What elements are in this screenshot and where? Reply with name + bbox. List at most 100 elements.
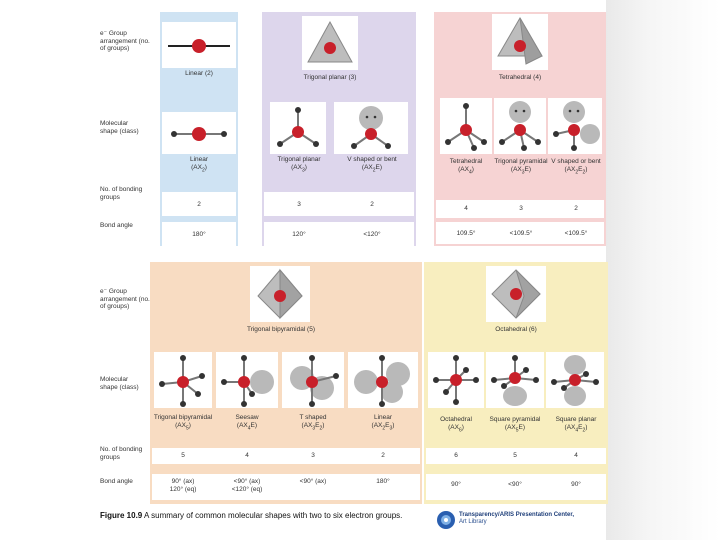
t-shaped-bonding: 3 — [311, 452, 315, 459]
square-pyramidal-shape-icon — [491, 355, 539, 406]
seesaw-angle-ax: <90° (ax) — [233, 478, 261, 485]
tetrahedral-angle: 109.5° — [456, 230, 476, 237]
square-pyramidal-class: (AX5E) — [504, 423, 526, 433]
linear-angle: 180° — [192, 231, 206, 238]
trigonal-planar-label: Trigonal planar (AX3) — [266, 156, 332, 174]
trigonal-bipyramidal-angle-eq: 120° (eq) — [169, 485, 197, 493]
trigonal-arrangement-name: Trigonal planar (3) — [303, 74, 357, 81]
strip-bipyramidal-angle — [152, 474, 420, 500]
strip-tetrahedral-angle — [436, 222, 604, 244]
octahedral-shape-icon — [433, 355, 479, 405]
tile-seesaw-shape — [216, 352, 278, 408]
octahedral-label: Octahedral (AX6) — [426, 416, 486, 434]
trigonal-pyramidal-bonding: 3 — [519, 205, 523, 212]
strip-trigonal-angle — [264, 222, 414, 246]
trigonal-planar-angle: 120° — [292, 231, 306, 238]
tetrahedral-shape-icon — [445, 103, 487, 151]
t-shaped-label: T shaped (AX3E2) — [282, 414, 344, 432]
seesaw-angle-eq: <120° (eq) — [231, 485, 263, 493]
presentation-center-logo-icon — [436, 510, 456, 530]
seesaw-label: Seesaw (AX4E) — [216, 414, 278, 432]
square-planar-name: Square planar — [555, 416, 597, 423]
bent-109-class: (AX2E2) — [564, 165, 588, 175]
bent-120-bonding: 2 — [370, 201, 374, 208]
panel-linear: Linear (2) Linear (AX2) 2 180° — [160, 12, 238, 246]
square-pyramidal-label: Square pyramidal (AX5E) — [486, 416, 544, 434]
bent-120-angle: <120° — [363, 231, 381, 238]
linear-arrangement-name: Linear (2) — [185, 70, 213, 77]
credit-line-2: Art Library — [459, 519, 487, 525]
linear-ax2e3-shape-icon — [354, 355, 410, 407]
trigonal-bipyramidal-class: (AX5) — [175, 421, 191, 431]
label-bonding-bottom: No. of bonding groups — [100, 446, 143, 461]
bipyramidal-arrangement-name: Trigonal bipyramidal (5) — [246, 326, 316, 333]
label-shape-bottom: Molecular shape (class) — [100, 376, 139, 391]
tile-trigonal-bipyramidal-shape — [154, 352, 212, 408]
bent-109-bonding: 2 — [574, 205, 578, 212]
tile-square-planar-shape — [546, 352, 604, 408]
linear-ax2e3-bonding: 2 — [381, 452, 385, 459]
bent-120-name: V shaped or bent — [347, 156, 397, 163]
tile-linear-ax2e3-shape — [348, 352, 418, 408]
octahedral-class: (AX6) — [448, 423, 464, 433]
trigonal-planar-name: Trigonal planar — [277, 156, 321, 163]
bent-109-angle: <109.5° — [564, 230, 588, 237]
strip-octahedral-bonding — [426, 448, 606, 464]
trigonal-bipyramidal-arrangement-icon — [257, 268, 303, 320]
tile-bent-109-shape — [548, 98, 602, 154]
linear-bonding: 2 — [197, 201, 201, 208]
tetrahedral-arrangement-icon — [497, 17, 543, 65]
linear-ax2e3-name: Linear — [373, 414, 393, 421]
tile-tetrahedral-shape — [440, 98, 492, 154]
octahedral-arrangement-icon — [491, 269, 541, 319]
tetrahedral-arrangement-name: Tetrahedral (4) — [498, 74, 542, 81]
tile-trigonal-pyramidal-shape — [494, 98, 546, 154]
trigonal-planar-bonding: 3 — [297, 201, 301, 208]
tile-tetrahedral-arrangement — [492, 14, 548, 70]
tile-t-shaped-shape — [282, 352, 344, 408]
octahedral-bonding: 6 — [454, 452, 458, 459]
tile-linear-arrangement — [162, 22, 236, 68]
linear-ax2e3-label: Linear (AX2E3) — [348, 414, 418, 432]
strip-bipyramidal-bonding — [152, 448, 420, 464]
tile-square-pyramidal-shape — [486, 352, 544, 408]
strip-linear-bonding — [162, 192, 236, 216]
square-planar-class: (AX4E2) — [564, 423, 588, 433]
tile-octahedral-arrangement — [486, 266, 546, 322]
linear-shape-name: Linear — [189, 156, 209, 163]
seesaw-class: (AX4E) — [236, 421, 258, 431]
trigonal-planar-shape-icon — [277, 107, 319, 147]
scan-edge — [606, 0, 720, 540]
t-shaped-name: T shaped — [299, 414, 327, 421]
seesaw-angle: <90° (ax) <120° (eq) — [216, 478, 278, 493]
linear-ax2e3-angle: 180° — [376, 478, 390, 485]
strip-octahedral-angle — [426, 474, 606, 500]
trigonal-bipyramidal-angle: 90° (ax) 120° (eq) — [152, 478, 214, 493]
label-arrangement-bottom: e⁻ Group arrangement (no. of groups) — [100, 288, 150, 310]
tetrahedral-label: Tetrahedral (AX4) — [436, 158, 496, 176]
figure-number: Figure 10.9 — [100, 511, 143, 520]
tile-trigonal-arrangement — [302, 16, 358, 70]
trigonal-planar-arrangement-icon — [307, 20, 353, 63]
linear-shape-icon — [171, 127, 227, 141]
tetrahedral-name: Tetrahedral — [449, 158, 483, 165]
tile-octahedral-shape — [428, 352, 484, 408]
bent-109-shape-icon — [553, 101, 600, 151]
bent-120-class: (AX2E) — [361, 163, 383, 173]
bent-120-shape-icon — [351, 106, 391, 149]
square-planar-label: Square planar (AX4E2) — [546, 416, 606, 434]
label-angle-top: Bond angle — [100, 222, 133, 229]
linear-arrangement-icon — [168, 39, 230, 53]
panel-trigonal-planar: Trigonal planar (3) — [262, 12, 416, 246]
trigonal-bipyramidal-name: Trigonal bipyramidal — [153, 414, 213, 421]
octahedral-angle: 90° — [451, 481, 461, 488]
square-planar-bonding: 4 — [574, 452, 578, 459]
figure-caption: Figure 10.9 A summary of common molecula… — [100, 511, 402, 520]
credit-line-1: Transparency/ARIS Presentation Center, — [459, 512, 575, 518]
seesaw-name: Seesaw — [235, 414, 259, 421]
strip-tetrahedral-bonding — [436, 200, 604, 218]
t-shaped-angle: <90° (ax) — [299, 478, 327, 485]
figure-caption-text: A summary of common molecular shapes wit… — [144, 511, 403, 520]
presentation-center-credit: Transparency/ARIS Presentation Center, A… — [459, 512, 574, 526]
label-arrangement-top: e⁻ Group arrangement (no. of groups) — [100, 30, 150, 52]
